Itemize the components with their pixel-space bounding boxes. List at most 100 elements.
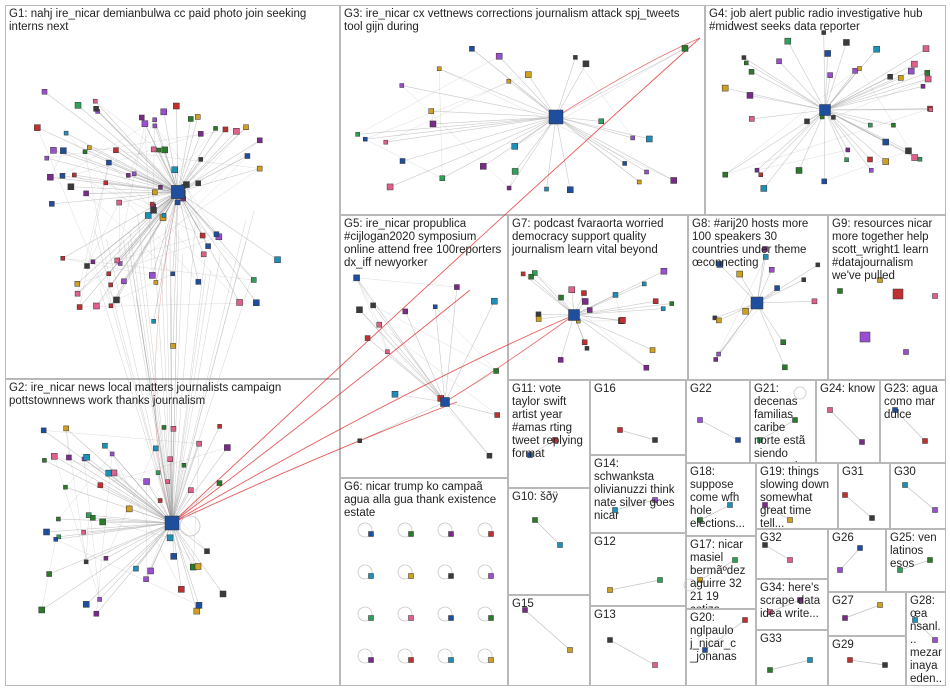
g1-node[interactable]	[117, 261, 123, 266]
g1-node[interactable]	[198, 131, 204, 137]
g2-node[interactable]	[83, 454, 90, 461]
g1-node[interactable]	[106, 271, 112, 277]
small-group-node[interactable]	[842, 492, 848, 498]
g1-node[interactable]	[93, 106, 99, 112]
g1-outer-node[interactable]	[41, 88, 48, 95]
g2-node[interactable]	[165, 479, 170, 484]
g1-outer-node[interactable]	[121, 278, 127, 285]
g3-node[interactable]	[573, 55, 578, 60]
g1-outer-node[interactable]	[195, 180, 201, 186]
g5-node[interactable]	[364, 335, 371, 341]
small-group-node[interactable]	[652, 497, 658, 503]
g7-node[interactable]	[612, 292, 619, 298]
g1-outer-node[interactable]	[151, 319, 156, 324]
g2-node[interactable]	[178, 586, 185, 593]
small-group-node[interactable]	[922, 438, 928, 444]
g7-node[interactable]	[641, 281, 647, 287]
g1-node[interactable]	[83, 190, 89, 197]
g8-node[interactable]	[801, 277, 807, 282]
small-group-node[interactable]	[742, 617, 748, 623]
g4-node[interactable]	[824, 50, 831, 57]
g5-node[interactable]	[385, 349, 390, 354]
g7-node[interactable]	[568, 286, 576, 293]
g6-node[interactable]	[448, 573, 454, 579]
g2-node[interactable]	[166, 534, 174, 542]
small-group-node[interactable]	[697, 417, 703, 423]
g2-node[interactable]	[193, 607, 201, 615]
g9-node[interactable]	[892, 288, 904, 300]
g4-node[interactable]	[907, 67, 915, 75]
g1-node[interactable]	[198, 157, 203, 162]
g1-node[interactable]	[60, 256, 66, 261]
g4-node[interactable]	[844, 157, 849, 163]
g2-node[interactable]	[63, 484, 68, 490]
small-group-node[interactable]	[857, 545, 863, 551]
g4-node[interactable]	[924, 75, 932, 83]
g1-node[interactable]	[152, 117, 157, 123]
g8-node[interactable]	[774, 285, 780, 291]
small-group-node[interactable]	[927, 557, 933, 563]
g4-node[interactable]	[776, 58, 782, 65]
g2-node[interactable]	[40, 427, 47, 434]
g2-node[interactable]	[99, 518, 106, 526]
g2-node[interactable]	[125, 505, 133, 513]
g1-node[interactable]	[87, 145, 92, 150]
g2-node[interactable]	[90, 515, 96, 521]
g7-node[interactable]	[528, 273, 534, 280]
g1-node[interactable]	[74, 281, 81, 287]
g3-node[interactable]	[670, 177, 677, 184]
g6-node[interactable]	[408, 573, 414, 579]
g8-node[interactable]	[762, 254, 769, 260]
g3-node[interactable]	[622, 161, 627, 166]
g2-hub[interactable]	[164, 515, 180, 531]
g4-node[interactable]	[804, 118, 810, 125]
g8-node[interactable]	[768, 266, 775, 273]
g3-node[interactable]	[355, 132, 360, 137]
g1-node[interactable]	[149, 272, 156, 279]
g4-node[interactable]	[843, 39, 850, 46]
g4-node[interactable]	[795, 167, 803, 174]
g7-node[interactable]	[643, 364, 650, 371]
g7-node[interactable]	[581, 298, 589, 305]
small-group-node[interactable]	[697, 517, 703, 523]
g4-node[interactable]	[722, 171, 728, 178]
small-group-node[interactable]	[757, 437, 763, 443]
g3-node[interactable]	[511, 143, 518, 150]
g1-outer-node[interactable]	[108, 303, 114, 309]
g1-node[interactable]	[106, 159, 112, 166]
g1-outer-node[interactable]	[34, 124, 41, 131]
g7-node[interactable]	[587, 307, 593, 313]
g5-hub[interactable]	[440, 397, 450, 407]
g6-node[interactable]	[488, 657, 494, 663]
g1-node[interactable]	[194, 114, 201, 120]
g1-node[interactable]	[93, 302, 100, 310]
g1-node[interactable]	[171, 166, 179, 173]
g4-node[interactable]	[857, 66, 862, 71]
g6-node[interactable]	[448, 657, 454, 663]
g2-node[interactable]	[43, 528, 50, 536]
g7-node[interactable]	[531, 270, 538, 276]
g2-node[interactable]	[66, 454, 72, 461]
g2-node[interactable]	[83, 559, 89, 565]
g1-node[interactable]	[199, 232, 206, 239]
small-group-node[interactable]	[787, 517, 793, 523]
g6-node[interactable]	[408, 615, 414, 621]
g9-node[interactable]	[903, 349, 909, 355]
g1-node[interactable]	[67, 183, 75, 191]
g1-node[interactable]	[150, 146, 157, 153]
g2-node[interactable]	[51, 453, 58, 460]
g8-node[interactable]	[815, 262, 821, 268]
g6-node[interactable]	[408, 531, 414, 537]
g7-node[interactable]	[652, 298, 659, 304]
g2-node[interactable]	[82, 601, 90, 608]
g3-node[interactable]	[630, 135, 635, 141]
g5-node[interactable]	[486, 452, 493, 459]
small-group-node[interactable]	[859, 439, 865, 445]
g3-node[interactable]	[544, 186, 549, 192]
g1-node[interactable]	[160, 108, 168, 116]
small-group-node[interactable]	[892, 407, 898, 413]
g2-node[interactable]	[161, 425, 167, 430]
g1-node[interactable]	[173, 102, 180, 110]
g1-node[interactable]	[253, 299, 260, 306]
g4-node[interactable]	[922, 45, 930, 52]
